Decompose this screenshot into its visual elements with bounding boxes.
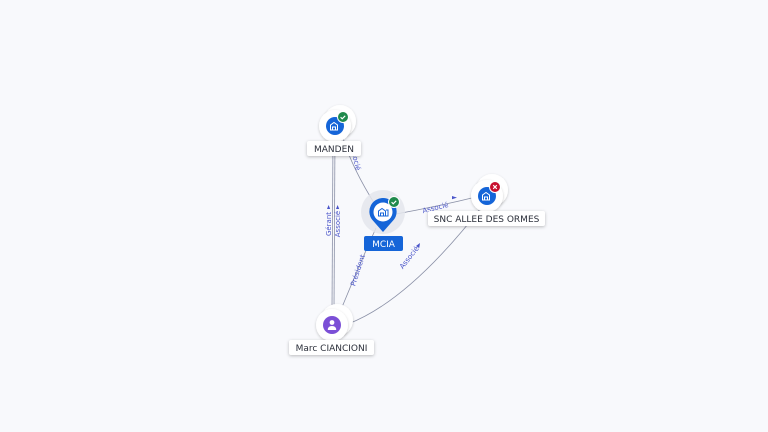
node-manden[interactable]: MANDEN [307, 105, 361, 156]
arrowhead [452, 196, 457, 200]
node-snc-allee-des-ormes[interactable]: SNC ALLEE DES ORMES [428, 174, 545, 226]
edge-marc-manden-associe[interactable] [333, 135, 336, 311]
check-icon [340, 115, 346, 120]
edges: Associé Associé Gérant Associé Président… [325, 135, 485, 325]
arrowhead [416, 243, 420, 248]
arrowhead [336, 205, 340, 209]
edge-label-marc-manden-gerant: Gérant [325, 212, 333, 236]
check-icon [391, 200, 397, 205]
close-icon [492, 184, 498, 190]
building-icon [378, 207, 389, 217]
building-icon [482, 191, 490, 201]
node-mcia[interactable]: MCIA [361, 190, 405, 251]
node-label-mcia: MCIA [372, 240, 396, 250]
edge-label-marc-mcia: Président [349, 253, 367, 287]
node-label-marc-ciancioni: Marc CIANCIONI [296, 344, 368, 354]
person-icon [327, 320, 337, 330]
node-marc-ciancioni[interactable]: Marc CIANCIONI [289, 304, 374, 355]
arrowhead [327, 205, 331, 209]
edge-marc-manden-gerant[interactable] [331, 135, 334, 311]
node-label-snc-allee-des-ormes: SNC ALLEE DES ORMES [434, 215, 540, 225]
building-icon [330, 121, 338, 131]
edge-label-marc-manden-associe: Associé [334, 211, 342, 237]
node-label-manden: MANDEN [314, 145, 354, 155]
